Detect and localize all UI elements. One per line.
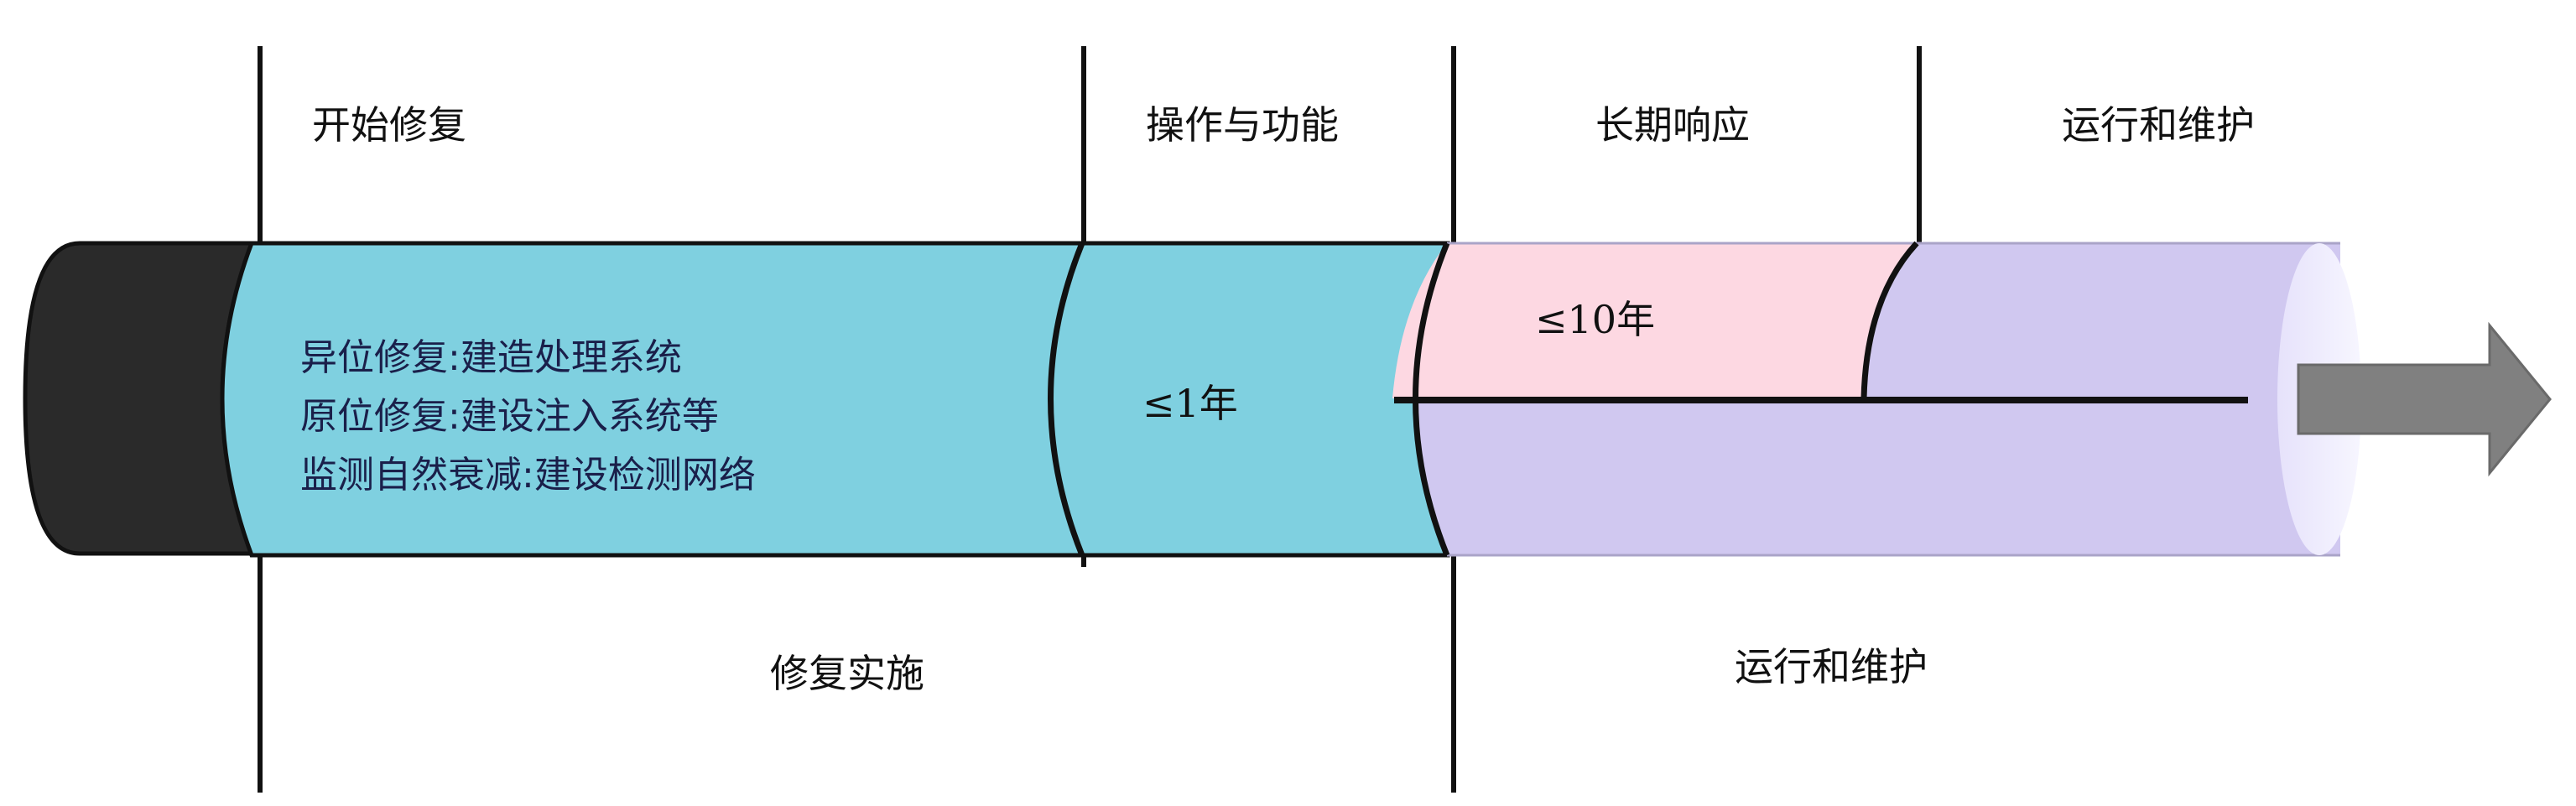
implementation-item-insitu: 原位修复:建设注入系统等 bbox=[300, 395, 719, 438]
phase-label-om-bottom: 运行和维护 bbox=[1735, 644, 1928, 689]
divider-curve-implementation-operation bbox=[1048, 242, 1085, 557]
cylinder-left-cap bbox=[23, 241, 255, 556]
divider-curve-om bbox=[1860, 241, 1919, 399]
implementation-item-exsitu: 异位修复:建造处理系统 bbox=[300, 336, 682, 379]
phase-label-operation: 操作与功能 bbox=[1146, 102, 1339, 148]
cylinder-segment-om-upper bbox=[1864, 243, 2340, 398]
implementation-item-monitoring: 监测自然衰减:建设检测网络 bbox=[300, 454, 756, 497]
duration-long-term: ≤10年 bbox=[1535, 297, 1656, 342]
timeline-arrow-icon bbox=[2297, 321, 2552, 477]
phase-label-start: 开始修复 bbox=[312, 102, 466, 148]
phase-label-om-top: 运行和维护 bbox=[2062, 102, 2255, 148]
duration-operation: ≤1年 bbox=[1142, 381, 1238, 426]
phase-label-long-term: 长期响应 bbox=[1595, 102, 1750, 148]
phase-label-implementation: 修复实施 bbox=[770, 651, 924, 696]
cylinder-segment-longterm bbox=[1392, 243, 1917, 398]
